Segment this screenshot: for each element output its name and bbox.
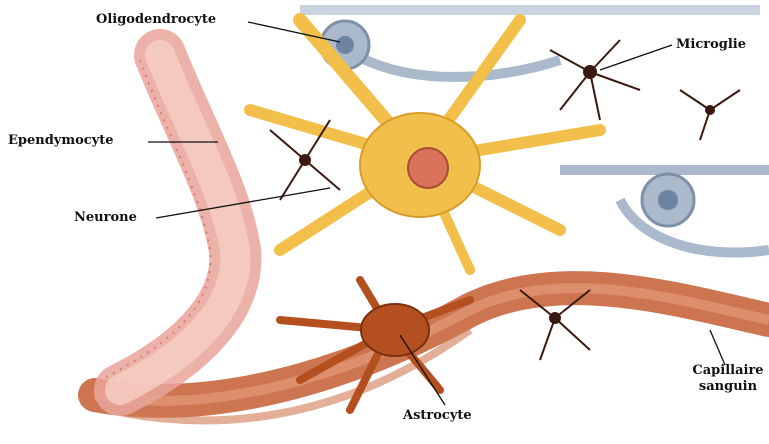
capillaire-label-line1: Capillaire xyxy=(688,363,768,379)
capillaire-label-line2: sanguin xyxy=(688,379,768,395)
oligodendrocyte-label: Oligodendrocyte xyxy=(96,12,216,27)
microglie-label: Microglie xyxy=(676,37,746,52)
ependymocyte-label: Ependymocyte xyxy=(8,133,114,148)
capillaire-sanguin-label: Capillaire sanguin xyxy=(688,363,768,395)
neuron-cell xyxy=(250,20,600,270)
astrocyte-label: Astrocyte xyxy=(403,408,472,423)
neurone-label: Neurone xyxy=(74,210,137,225)
